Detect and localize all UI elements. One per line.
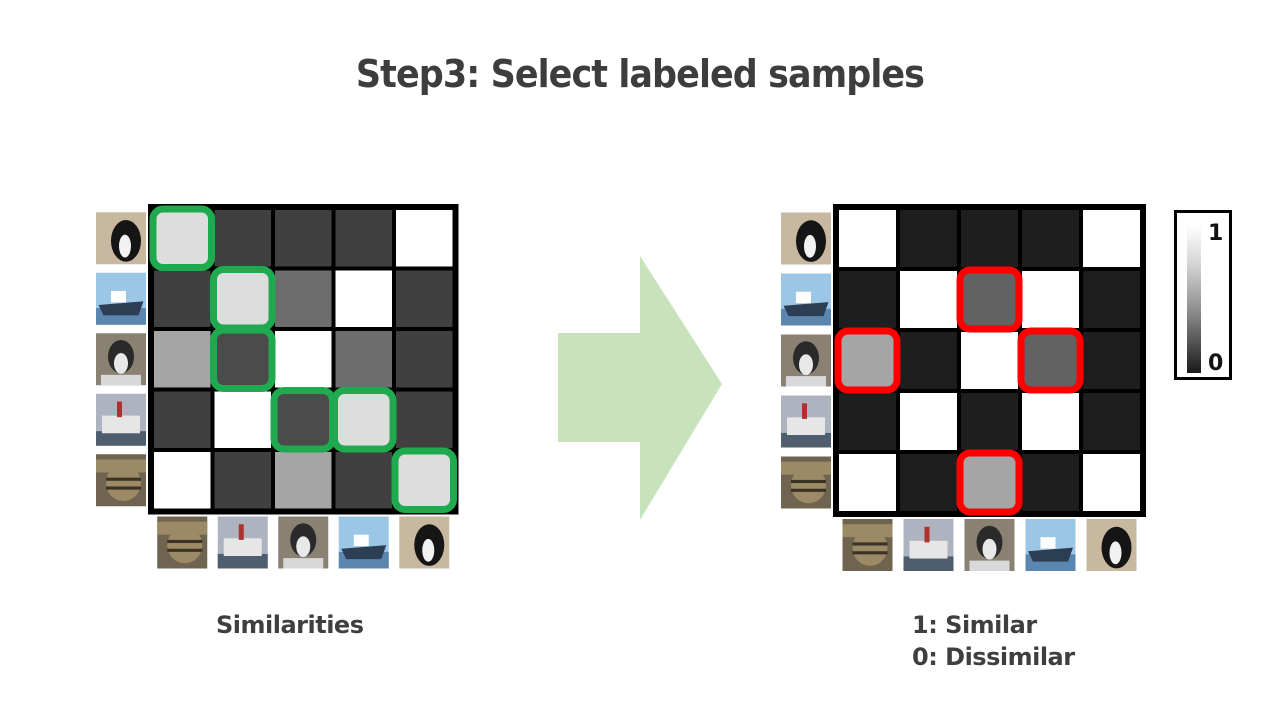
right-arrow-icon bbox=[558, 256, 722, 520]
right-col-thumb-3-ship bbox=[1025, 519, 1076, 571]
right-cell-r0-c0 bbox=[839, 210, 896, 267]
right-col-thumb-2-husky bbox=[964, 519, 1015, 571]
right-col-thumb-0-tabby-cat bbox=[842, 519, 893, 571]
right-cell-r1-c0 bbox=[839, 271, 896, 328]
right-cell-r4-c4 bbox=[1083, 454, 1140, 511]
right-row-thumb-3-cruise-ship bbox=[781, 395, 831, 448]
left-thumbnails bbox=[96, 212, 450, 569]
right-cell-r3-c4 bbox=[1083, 393, 1140, 450]
slide-title: Step3: Select labeled samples bbox=[355, 52, 925, 96]
colorbar-min-label: 0 bbox=[1208, 351, 1224, 376]
right-row-thumb-1-ship bbox=[781, 273, 831, 326]
left-col-thumb-1-cruise-ship bbox=[217, 516, 268, 569]
right-cell-r2-c2 bbox=[961, 332, 1018, 389]
right-cell-r0-c2 bbox=[961, 210, 1018, 267]
left-cell-r4-c3 bbox=[335, 452, 392, 509]
right-cell-r2-c0 bbox=[839, 332, 896, 389]
right-cell-r4-c2 bbox=[961, 454, 1018, 511]
right-cell-r1-c1 bbox=[900, 271, 957, 328]
left-cell-r0-c0 bbox=[154, 210, 211, 267]
left-selected-cell-r3-c3 bbox=[331, 387, 397, 453]
left-cell-r1-c1 bbox=[214, 270, 271, 327]
left-similarity-matrix bbox=[148, 204, 459, 515]
right-col-thumb-1-cruise-ship bbox=[903, 519, 954, 571]
right-selected-cell-r4-c2 bbox=[956, 449, 1023, 516]
right-cell-r0-c4 bbox=[1083, 210, 1140, 267]
right-selected-cell-r2-c0 bbox=[834, 327, 901, 394]
right-cell-r2-c1 bbox=[900, 332, 957, 389]
left-cell-r0-c1 bbox=[214, 210, 271, 267]
right-cell-r4-c0 bbox=[839, 454, 896, 511]
colorbar: 1 0 bbox=[1174, 210, 1232, 380]
left-cell-r3-c2 bbox=[275, 391, 332, 448]
left-cell-r3-c4 bbox=[396, 391, 453, 448]
left-col-thumb-0-tabby-cat bbox=[157, 516, 208, 569]
left-cell-r3-c0 bbox=[154, 391, 211, 448]
left-col-thumb-4-cat bbox=[399, 516, 450, 569]
left-row-thumb-2-husky bbox=[96, 333, 146, 386]
right-row-thumb-2-husky bbox=[781, 334, 831, 387]
left-cell-r2-c0 bbox=[154, 331, 211, 388]
right-cell-r4-c1 bbox=[900, 454, 957, 511]
right-cell-r2-c4 bbox=[1083, 332, 1140, 389]
similarities-caption: Similarities bbox=[216, 611, 364, 639]
left-cell-r1-c0 bbox=[154, 270, 211, 327]
left-cell-r2-c4 bbox=[396, 331, 453, 388]
right-cell-r0-c1 bbox=[900, 210, 957, 267]
right-cell-r1-c2 bbox=[961, 271, 1018, 328]
left-cell-r0-c4 bbox=[396, 210, 453, 267]
left-cell-r2-c2 bbox=[275, 331, 332, 388]
left-cell-r3-c3 bbox=[335, 391, 392, 448]
right-cell-r0-c3 bbox=[1022, 210, 1079, 267]
left-selected-cell-r2-c1 bbox=[210, 326, 276, 392]
right-selected-cell-r2-c3 bbox=[1017, 327, 1084, 394]
left-cell-r4-c1 bbox=[214, 452, 271, 509]
left-cell-r1-c2 bbox=[275, 270, 332, 327]
left-row-thumb-3-cruise-ship bbox=[96, 393, 146, 446]
right-cell-r3-c2 bbox=[961, 393, 1018, 450]
left-row-thumb-0-cat bbox=[96, 212, 146, 265]
left-cell-r0-c2 bbox=[275, 210, 332, 267]
left-cell-r0-c3 bbox=[335, 210, 392, 267]
left-selected-cell-r4-c4 bbox=[391, 447, 457, 513]
left-row-thumb-1-ship bbox=[96, 272, 146, 325]
left-col-thumb-3-ship bbox=[338, 516, 389, 569]
left-cell-r2-c1 bbox=[214, 331, 271, 388]
right-label-matrix bbox=[833, 204, 1146, 517]
left-cell-r3-c1 bbox=[214, 391, 271, 448]
left-selected-cell-r0-c0 bbox=[149, 205, 215, 271]
right-cell-r3-c1 bbox=[900, 393, 957, 450]
colorbar-gradient bbox=[1187, 225, 1201, 373]
left-cell-r2-c3 bbox=[335, 331, 392, 388]
left-cell-r4-c0 bbox=[154, 452, 211, 509]
right-cell-r3-c3 bbox=[1022, 393, 1079, 450]
left-cell-r4-c2 bbox=[275, 452, 332, 509]
left-cell-r1-c4 bbox=[396, 270, 453, 327]
right-cell-r2-c3 bbox=[1022, 332, 1079, 389]
right-cell-r3-c0 bbox=[839, 393, 896, 450]
right-row-thumb-4-tabby-cat bbox=[781, 456, 831, 509]
right-col-thumb-4-cat bbox=[1086, 519, 1137, 571]
left-col-thumb-2-husky bbox=[278, 516, 329, 569]
colorbar-max-label: 1 bbox=[1208, 221, 1224, 246]
left-row-thumb-4-tabby-cat bbox=[96, 454, 146, 507]
left-cell-r4-c4 bbox=[396, 452, 453, 509]
left-cell-r1-c3 bbox=[335, 270, 392, 327]
legend-dissimilar: 0: Dissimilar bbox=[912, 643, 1075, 671]
legend-caption: 1: Similar 0: Dissimilar bbox=[912, 609, 1075, 673]
right-thumbnails bbox=[781, 212, 1137, 571]
legend-similar: 1: Similar bbox=[912, 611, 1037, 639]
right-cell-r1-c4 bbox=[1083, 271, 1140, 328]
right-row-thumb-0-cat bbox=[781, 212, 831, 265]
right-selected-cell-r1-c2 bbox=[956, 266, 1023, 333]
right-cell-r4-c3 bbox=[1022, 454, 1079, 511]
right-cell-r1-c3 bbox=[1022, 271, 1079, 328]
